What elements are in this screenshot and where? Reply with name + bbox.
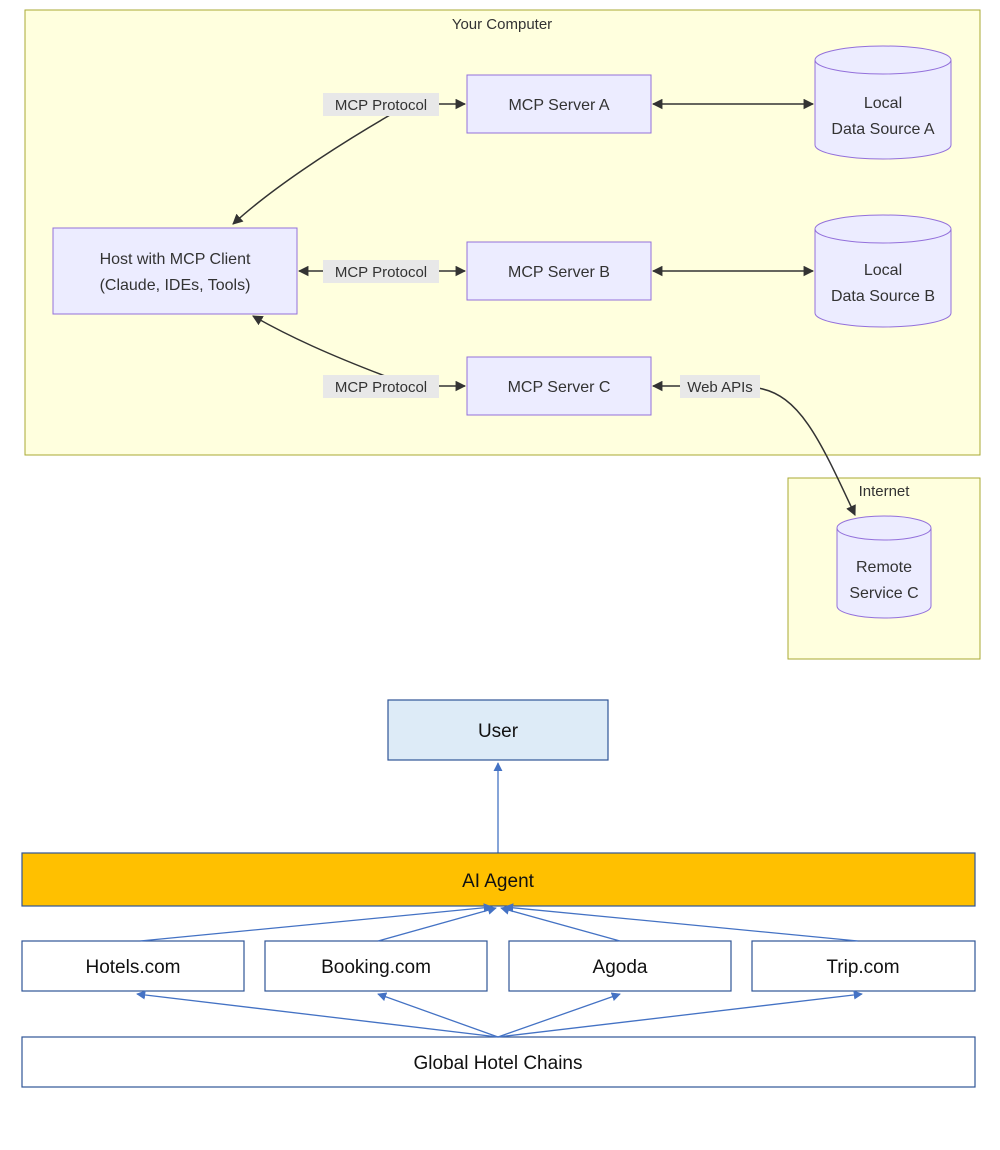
platform-hotels-com	[21, 940, 245, 992]
edge-label-bg-protocol-a	[323, 93, 439, 116]
mcp-server-b-label: MCP Server B	[508, 264, 610, 281]
arrow-booking-to-agent	[377, 905, 497, 942]
platform-booking-com-label: Booking.com	[321, 957, 431, 978]
arrow-chains-to-trip	[497, 990, 863, 1038]
platform-hotels-com-label: Hotels.com	[85, 957, 180, 978]
edge-protocol-a-to-host	[232, 114, 391, 225]
local-data-source-a-node	[814, 45, 952, 160]
platform-trip-com	[751, 940, 976, 992]
your-computer-label: Your Computer	[452, 16, 552, 33]
remote-service-c-node	[836, 515, 932, 619]
local-data-source-b-line1: Local	[864, 262, 902, 279]
platform-booking-com	[264, 940, 488, 992]
mcp-server-a-label: MCP Server A	[508, 97, 609, 114]
platform-trip-com-label: Trip.com	[826, 957, 899, 978]
local-data-source-a-line1: Local	[864, 95, 902, 112]
edge-label-bg-web-apis	[680, 375, 760, 398]
local-data-source-b-node	[814, 214, 952, 328]
remote-service-c-line1: Remote	[856, 559, 912, 576]
mcp-server-c-label: MCP Server C	[508, 379, 611, 396]
platform-agoda	[508, 940, 732, 992]
edge-label-bg-protocol-c	[323, 375, 439, 398]
host-node	[52, 227, 298, 315]
mcp-server-b-node	[466, 241, 652, 301]
edge-label-protocol-c: MCP Protocol	[335, 379, 427, 396]
user-box	[387, 699, 609, 761]
mcp-server-c-node	[466, 356, 652, 416]
arrow-chains-to-hotels	[136, 990, 499, 1038]
global-hotel-chains-box	[21, 1036, 976, 1088]
edge-protocol-c-to-host	[252, 315, 386, 377]
global-hotel-chains-label: Global Hotel Chains	[414, 1053, 583, 1074]
arrow-chains-to-agoda	[497, 992, 621, 1038]
mcp-server-a-node	[466, 74, 652, 134]
local-data-source-a-line2: Data Source A	[831, 121, 935, 138]
ai-agent-label: AI Agent	[462, 871, 535, 892]
arrow-hotels-to-agent	[139, 903, 493, 942]
edge-label-web-apis: Web APIs	[687, 379, 753, 396]
edge-web-apis-to-remote	[757, 387, 856, 516]
platform-agoda-label: Agoda	[593, 957, 648, 978]
arrow-trip-to-agent	[504, 903, 859, 942]
arrow-chains-to-booking	[377, 992, 499, 1038]
edge-label-bg-protocol-b	[323, 260, 439, 283]
arrow-agoda-to-agent	[500, 905, 621, 942]
edge-label-protocol-b: MCP Protocol	[335, 264, 427, 281]
edge-label-protocol-a: MCP Protocol	[335, 97, 427, 114]
ai-agent-bar	[21, 852, 976, 907]
local-data-source-b-line2: Data Source B	[831, 288, 935, 305]
host-label-line2: (Claude, IDEs, Tools)	[100, 277, 251, 294]
internet-label: Internet	[859, 483, 911, 500]
remote-service-c-line2: Service C	[849, 585, 918, 602]
user-label: User	[478, 721, 519, 742]
host-label-line1: Host with MCP Client	[100, 251, 251, 268]
